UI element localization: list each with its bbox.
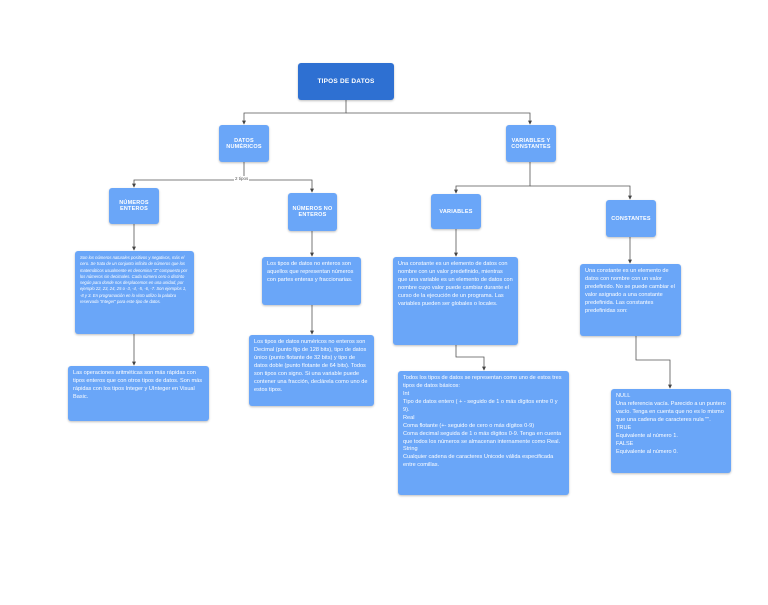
node-numeros-enteros[interactable]: NÚMEROS ENTEROS (109, 188, 159, 224)
text-constantes-lista: NULL Una referencia vacía. Parecido a un… (611, 389, 731, 473)
text-enteros-definicion: Son los números naturales positivos y ne… (75, 251, 194, 334)
edge-numeric-noenteros (244, 179, 314, 193)
edge-root-varconst (346, 112, 532, 125)
node-variables[interactable]: VARIABLES (431, 194, 481, 229)
edge-label-2-tipos: 2 tipos (234, 176, 250, 181)
node-variables-constantes[interactable]: VARIABLES Y CONSTANTES (506, 125, 556, 162)
node-root[interactable]: TIPOS DE DATOS (298, 63, 394, 100)
edge-root-numeric (242, 100, 347, 125)
edge-variables-tipos (455, 345, 486, 371)
edge-varconst-variables (454, 162, 531, 194)
node-constantes[interactable]: CONSTANTES (606, 200, 656, 237)
edge-varconst-constantes (530, 185, 632, 200)
node-numeros-no-enteros[interactable]: NÚMEROS NO ENTEROS (288, 193, 337, 231)
text-constantes-definicion: Una constante es un elemento de datos co… (580, 264, 681, 336)
text-variables-tipos: Todos los tipos de datos se representan … (398, 371, 569, 495)
edge-numeric-enteros (132, 162, 245, 188)
text-no-enteros-definicion: Los tipos de datos no enteros son aquell… (262, 257, 361, 305)
text-enteros-operaciones: Las operaciones aritméticas son más rápi… (68, 366, 209, 421)
text-no-enteros-tipos: Los tipos de datos numéricos no enteros … (249, 335, 374, 406)
edge-constantes-lista (635, 336, 672, 389)
text-variables-definicion: Una constante es un elemento de datos co… (393, 257, 518, 345)
node-datos-numericos[interactable]: DATOS NUMÉRICOS (219, 125, 269, 162)
